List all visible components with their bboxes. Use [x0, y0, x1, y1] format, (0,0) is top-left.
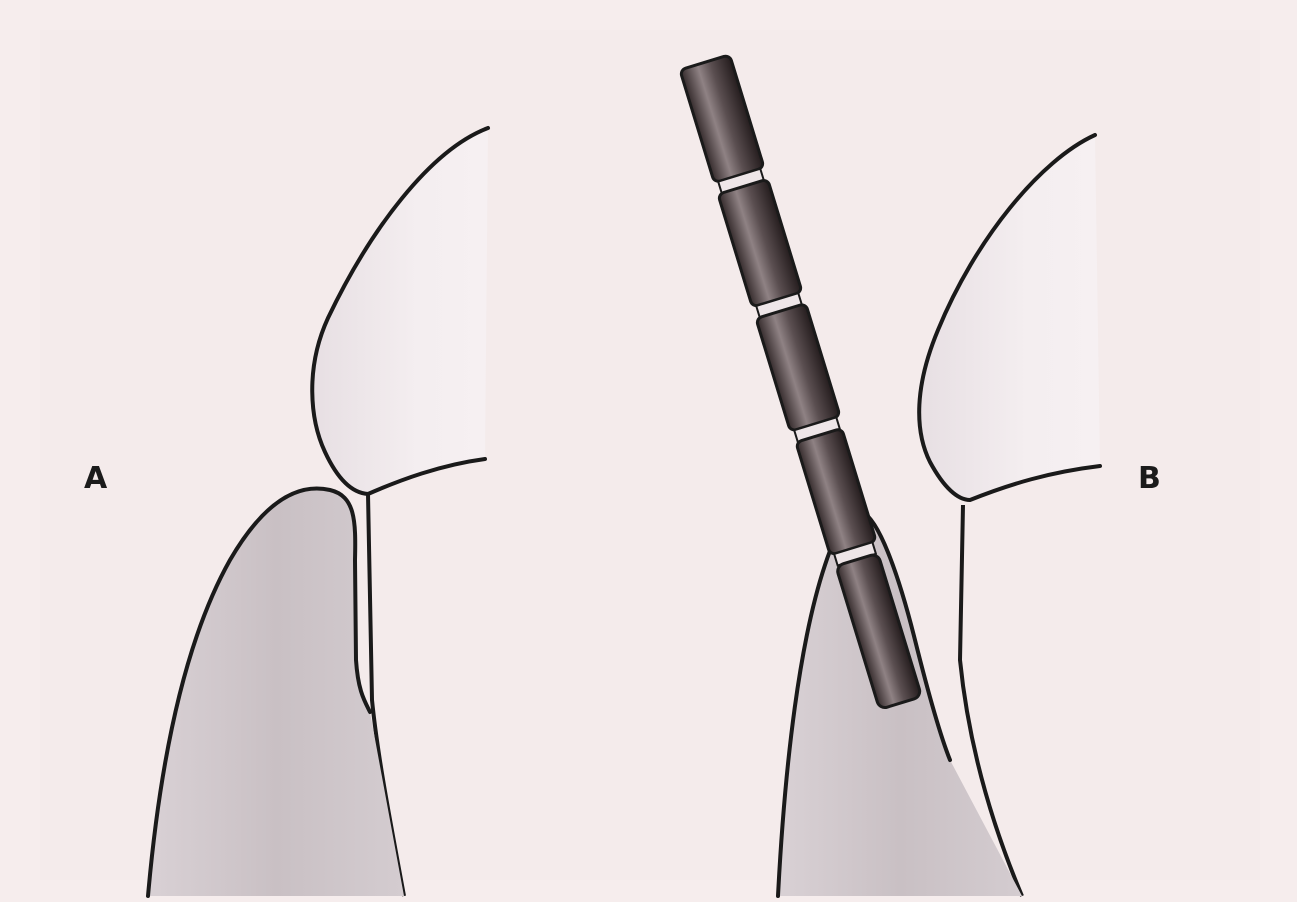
- panel-label-a: A: [84, 464, 107, 494]
- panel-label-b: B: [1138, 464, 1161, 494]
